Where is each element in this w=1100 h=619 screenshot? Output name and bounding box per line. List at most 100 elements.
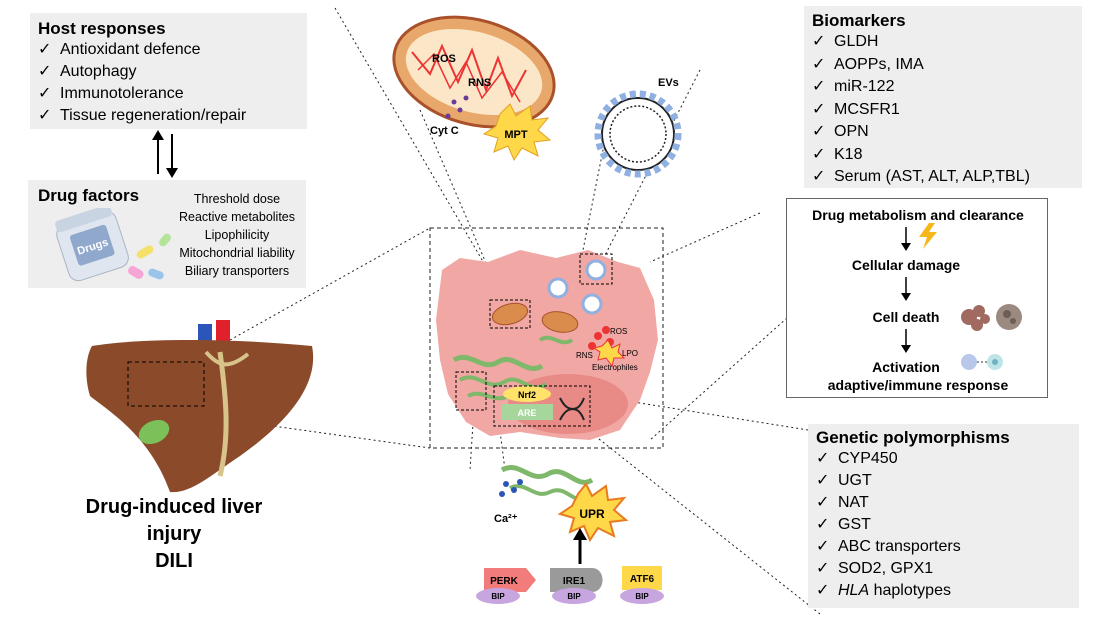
dna-icon xyxy=(559,397,585,421)
mitochondrion-illustration: ROS RNS Cyt C MPT xyxy=(392,15,556,162)
mechanism-flow-box: Drug metabolism and clearance Cellular d… xyxy=(786,198,1048,398)
down-arrow-icon xyxy=(901,329,911,353)
host-responses-list: ✓Antioxidant defence ✓Autophagy ✓Immunot… xyxy=(38,39,299,127)
down-arrow-icon xyxy=(901,277,911,301)
list-item: Threshold dose xyxy=(193,192,281,206)
list-item: ✓miR-122 xyxy=(812,76,1074,99)
list-item: ✓CYP450 xyxy=(816,448,1071,470)
check-icon: ✓ xyxy=(816,450,830,467)
drug-factors-panel: Drug factors Drugs Threshold dose Reacti… xyxy=(28,180,306,288)
list-item: Mitochondrial liability xyxy=(179,246,295,260)
perk-sensor-icon xyxy=(484,568,536,592)
drug-factors-list: Threshold dose Reactive metabolites Lipo… xyxy=(168,190,306,280)
host-responses-panel: Host responses ✓Antioxidant defence ✓Aut… xyxy=(30,13,307,129)
ire1-sensor-icon xyxy=(550,568,603,592)
dili-title-line1: Drug-induced liver injury xyxy=(85,496,263,545)
list-item: ✓GLDH xyxy=(812,31,1074,54)
list-item: ✓UGT xyxy=(816,470,1071,492)
list-item: ✓Antioxidant defence xyxy=(38,39,299,61)
evs-label: EVs xyxy=(658,77,679,89)
list-item: ✓OPN xyxy=(812,121,1074,144)
perk-label: PERK xyxy=(490,576,519,587)
check-icon: ✓ xyxy=(816,494,830,511)
bip-label: BIP xyxy=(491,592,505,601)
list-item: ✓Serum (AST, ALT, ALP,TBL) xyxy=(812,166,1074,189)
ire1-label: IRE1 xyxy=(563,576,586,587)
lpo-label: LPO xyxy=(622,349,638,358)
list-item: Reactive metabolites xyxy=(178,210,296,224)
list-item: ✓NAT xyxy=(816,492,1071,514)
mpt-label: MPT xyxy=(504,129,528,141)
check-icon: ✓ xyxy=(38,107,52,124)
check-icon: ✓ xyxy=(812,55,826,73)
list-item: ✓ABC transporters xyxy=(816,536,1071,558)
cell-illustration: ROS RNS Cyt C MPT EVs ROS RN xyxy=(392,15,682,604)
bip-label: BIP xyxy=(635,592,649,601)
calcium-label: Ca²⁺ xyxy=(494,513,518,525)
are-label: ARE xyxy=(517,408,536,418)
check-icon: ✓ xyxy=(38,41,52,58)
check-icon: ✓ xyxy=(816,560,830,577)
mechanism-step-damage: Cellular damage xyxy=(851,257,961,273)
check-icon: ✓ xyxy=(38,85,52,102)
mechanism-step-activation: Activation xyxy=(872,359,940,375)
list-item: ✓HLA haplotypes xyxy=(816,580,1071,602)
list-item: Biliary transporters xyxy=(184,264,290,278)
host-responses-title: Host responses xyxy=(38,19,166,38)
upr-burst-icon xyxy=(557,482,629,543)
nrf2-label: Nrf2 xyxy=(518,390,536,400)
check-icon: ✓ xyxy=(816,516,830,533)
mpt-burst-icon xyxy=(482,103,552,162)
list-item: Lipophilicity xyxy=(204,228,270,242)
list-item: ✓GST xyxy=(816,514,1071,536)
drug-bottle-icon: Drugs xyxy=(55,208,171,282)
check-icon: ✓ xyxy=(816,538,830,555)
biomarkers-title: Biomarkers xyxy=(812,11,906,30)
atf6-label: ATF6 xyxy=(630,574,655,585)
drug-factors-title: Drug factors xyxy=(38,186,140,205)
list-item: ✓Tissue regeneration/repair xyxy=(38,105,299,127)
mechanism-step-metabolism: Drug metabolism and clearance xyxy=(812,207,1024,223)
genetic-polymorphisms-title: Genetic polymorphisms xyxy=(816,428,1010,447)
er-stress-illustration: Ca²⁺ UPR PERK BIP IRE1 BIP ATF6 BIP xyxy=(476,465,664,604)
down-arrow-icon xyxy=(901,227,911,251)
check-icon: ✓ xyxy=(812,145,826,163)
immune-cell-icon xyxy=(961,354,1003,370)
genetic-polymorphisms-list: ✓CYP450 ✓UGT ✓NAT ✓GST ✓ABC transporters… xyxy=(816,448,1071,602)
mito-rns-label: RNS xyxy=(468,77,491,89)
dili-title-line2: DILI xyxy=(155,550,193,572)
lightning-icon xyxy=(919,223,937,249)
biomarkers-list: ✓GLDH ✓AOPPs, IMA ✓miR-122 ✓MCSFR1 ✓OPN … xyxy=(812,31,1074,189)
atf6-sensor-icon xyxy=(622,566,662,590)
mechanism-step-death: Cell death xyxy=(872,309,940,325)
hepatocyte-illustration: ROS RNS LPO Electrophiles Nrf2 ARE xyxy=(436,250,658,440)
biomarkers-panel: Biomarkers ✓GLDH ✓AOPPs, IMA ✓miR-122 ✓M… xyxy=(804,6,1082,188)
check-icon: ✓ xyxy=(812,123,826,140)
check-icon: ✓ xyxy=(38,63,52,80)
cyt-c-label: Cyt C xyxy=(430,125,459,137)
list-item: ✓Autophagy xyxy=(38,61,299,83)
upr-label: UPR xyxy=(579,507,605,521)
cell-ros-label: ROS xyxy=(610,327,627,336)
cell-rns-label: RNS xyxy=(576,351,593,360)
genetic-polymorphisms-panel: Genetic polymorphisms ✓CYP450 ✓UGT ✓NAT … xyxy=(808,424,1079,608)
extracellular-vesicle-icon xyxy=(594,90,682,178)
hla-italic: HLA xyxy=(838,582,870,599)
liver-illustration xyxy=(86,320,314,493)
list-item: ✓Immunotolerance xyxy=(38,83,299,105)
check-icon: ✓ xyxy=(812,33,826,50)
list-item: ✓MCSFR1 xyxy=(812,99,1074,122)
cell-frame xyxy=(429,227,664,449)
electrophiles-label: Electrophiles xyxy=(592,363,638,372)
bip-label: BIP xyxy=(567,592,581,601)
check-icon: ✓ xyxy=(812,78,826,95)
mechanism-step-immune-response: adaptive/immune response xyxy=(827,377,1009,393)
list-item: ✓K18 xyxy=(812,144,1074,167)
list-item: ✓AOPPs, IMA xyxy=(812,54,1074,77)
check-icon: ✓ xyxy=(812,100,826,118)
check-icon: ✓ xyxy=(816,472,830,489)
bidirectional-arrow-icon xyxy=(152,130,178,178)
check-icon: ✓ xyxy=(816,582,830,599)
check-icon: ✓ xyxy=(812,168,826,185)
dili-title: Drug-induced liver injury DILI xyxy=(58,494,290,575)
